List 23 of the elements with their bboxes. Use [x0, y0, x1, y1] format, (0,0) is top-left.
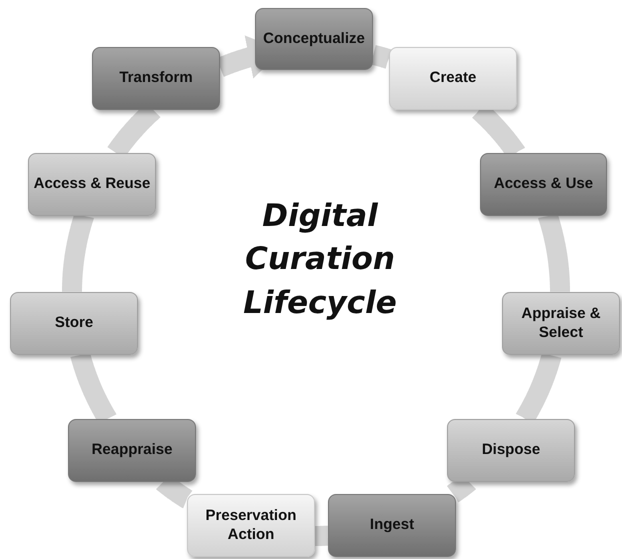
stage-box	[10, 292, 138, 355]
stage-label: Access & Reuse	[34, 175, 150, 194]
stage-label: Dispose	[482, 441, 540, 460]
stage-box	[255, 8, 373, 70]
stage-box	[328, 494, 456, 557]
stage-label: Preservation Action	[204, 506, 298, 544]
stage-label: Access & Use	[494, 175, 594, 194]
stage-box	[28, 153, 156, 216]
stage-label: Reappraise	[92, 441, 172, 460]
stage-label: Ingest	[370, 516, 414, 535]
stage-box	[447, 419, 575, 482]
stage-label: Transform	[119, 69, 193, 88]
stage-box	[480, 153, 607, 216]
stage-box	[187, 494, 315, 557]
stage-box	[502, 292, 620, 355]
stage-label: Appraise & Select	[520, 304, 602, 342]
diagram-title: Digital Curation Lifecycle	[242, 197, 398, 323]
stage-box	[68, 419, 196, 482]
stage-label: Conceptualize	[263, 30, 365, 48]
stage-box	[389, 47, 517, 110]
stage-box	[92, 47, 220, 110]
stage-label: Create	[430, 69, 476, 88]
stage-label: Store	[54, 314, 94, 333]
